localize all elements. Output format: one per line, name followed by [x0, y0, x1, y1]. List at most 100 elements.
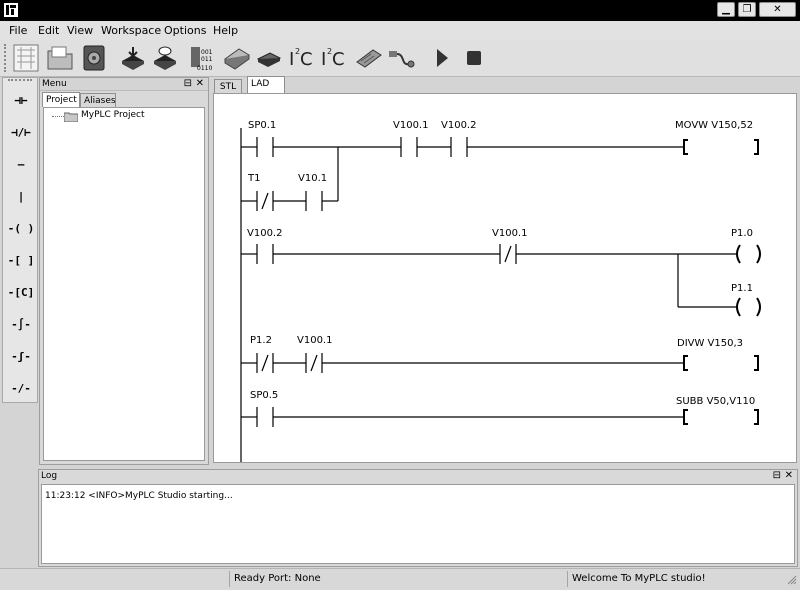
label-sp01: SP0.1 — [248, 120, 276, 131]
box-subb — [683, 409, 759, 425]
tree-connector — [52, 116, 64, 117]
log-output[interactable]: 11:23:12 <INFO>MyPLC Studio starting... — [41, 484, 795, 564]
falling-edge-icon: -ʃ- — [11, 349, 31, 363]
counter-icon: -[C] — [7, 285, 35, 299]
contact-t1-slash — [261, 192, 269, 210]
save-disk-icon — [83, 45, 105, 71]
palette-nc-contact[interactable]: ⊣/⊢ — [6, 118, 36, 146]
svg-text:2: 2 — [295, 47, 300, 56]
run-icon — [437, 49, 448, 67]
svg-text:001: 001 — [201, 49, 213, 56]
ladder-editor[interactable]: SP0.1 V100.1 V100.2 MOVW V150,52 T1 V10.… — [213, 93, 797, 463]
menu-help[interactable]: Help — [213, 24, 239, 37]
label-sp05: SP0.5 — [250, 390, 278, 401]
nc-contact-icon: ⊣/⊢ — [11, 125, 31, 139]
menu-edit[interactable]: Edit — [38, 24, 60, 37]
plc-config-button[interactable] — [222, 43, 252, 73]
close-button[interactable]: ✕ — [759, 2, 796, 17]
coil-p10 — [736, 244, 761, 264]
tree-item-project[interactable]: MyPLC Project — [81, 110, 145, 120]
palette-rising-edge[interactable]: -∫- — [6, 310, 36, 338]
palette-counter[interactable]: -[C] — [6, 278, 36, 306]
label-v1002-r2: V100.2 — [247, 228, 282, 239]
palette-vertical-wire[interactable]: | — [6, 182, 36, 210]
coil-icon: -( ) — [7, 221, 35, 235]
tab-lad[interactable]: LAD — [247, 76, 285, 93]
menu-file[interactable]: File — [9, 24, 28, 37]
no-contact-icon: ⊣⊢ — [14, 93, 28, 107]
not-icon: -/- — [11, 381, 31, 395]
contact-v1001-r3-slash — [310, 354, 318, 372]
status-bar: Ready Port: None Welcome To MyPLC studio… — [0, 568, 800, 590]
project-tree: MyPLC Project — [43, 107, 205, 461]
log-panel-title: Log — [41, 471, 58, 481]
coil-p11 — [736, 297, 761, 317]
svg-text:C: C — [300, 49, 313, 70]
log-line: 11:23:12 <INFO>MyPLC Studio starting... — [45, 491, 233, 501]
svg-text:011: 011 — [201, 56, 213, 63]
download-button[interactable] — [118, 43, 148, 73]
menu-workspace[interactable]: Workspace — [101, 24, 162, 37]
stop-button[interactable] — [459, 43, 489, 73]
contact-v1001-slash — [504, 245, 512, 263]
label-v1001-r3: V100.1 — [297, 335, 332, 346]
save-button[interactable] — [79, 43, 109, 73]
new-ladder-icon — [13, 44, 39, 72]
log-panel: Log ⊟ ✕ 11:23:12 <INFO>MyPLC Studio star… — [38, 469, 798, 567]
resize-grip-icon[interactable] — [787, 575, 797, 585]
svg-text:I: I — [289, 49, 294, 70]
new-ladder-button[interactable] — [11, 43, 41, 73]
palette-no-contact[interactable]: ⊣⊢ — [6, 86, 36, 114]
plc-config-icon — [224, 48, 250, 70]
memory-board-button[interactable] — [354, 43, 384, 73]
app-logo-icon — [4, 3, 18, 17]
palette-not[interactable]: -/- — [6, 374, 36, 402]
log-close-icon[interactable]: ✕ — [784, 470, 793, 481]
box-divw — [683, 355, 759, 371]
restore-button[interactable]: ❐ — [738, 2, 756, 17]
status-message: Welcome To MyPLC studio! — [567, 571, 785, 587]
box-movw — [683, 139, 759, 155]
svg-text:0110: 0110 — [197, 65, 212, 72]
palette-box[interactable]: -[ ] — [6, 246, 36, 274]
ladder-diagram: SP0.1 V100.1 V100.2 MOVW V150,52 T1 V10.… — [240, 120, 761, 462]
run-button[interactable] — [427, 43, 457, 73]
svg-text:I: I — [321, 49, 326, 70]
menu-view[interactable]: View — [67, 24, 94, 37]
svg-text:2: 2 — [327, 47, 332, 56]
instruction-palette: ⊣⊢ ⊣/⊢ — | -( ) -[ ] -[C] -∫- -ʃ- -/- — [2, 77, 38, 403]
tab-project[interactable]: Project — [42, 92, 80, 107]
close-icon: ✕ — [773, 4, 782, 15]
panel-maximize-icon[interactable]: ⊟ — [183, 78, 192, 89]
menu-panel-header: Menu ⊟ ✕ — [40, 78, 208, 91]
open-button[interactable] — [45, 43, 75, 73]
memory-board-icon — [356, 49, 382, 68]
tab-stl[interactable]: STL — [214, 79, 242, 93]
contact-p12-slash — [261, 354, 269, 372]
minimize-button[interactable]: ▁ — [717, 2, 735, 17]
download-to-plc-icon — [122, 47, 144, 70]
palette-falling-edge[interactable]: -ʃ- — [6, 342, 36, 370]
menu-panel: Menu ⊟ ✕ Project Aliases MyPLC Project — [39, 77, 209, 465]
log-maximize-icon[interactable]: ⊟ — [772, 470, 781, 481]
panel-close-icon[interactable]: ✕ — [195, 78, 204, 89]
tab-aliases[interactable]: Aliases — [80, 93, 116, 108]
label-v1001: V100.1 — [393, 120, 428, 131]
menu-panel-title: Menu — [42, 79, 67, 89]
menu-options[interactable]: Options — [164, 24, 207, 37]
toolbar-grip[interactable] — [4, 44, 10, 72]
chip-button[interactable] — [254, 43, 284, 73]
palette-grip[interactable] — [8, 79, 32, 83]
palette-horizontal-wire[interactable]: — — [6, 150, 36, 178]
restore-icon: ❐ — [742, 4, 752, 15]
svg-text:C: C — [332, 49, 345, 70]
serial-cable-button[interactable] — [387, 43, 417, 73]
label-t1: T1 — [247, 173, 260, 184]
upload-button[interactable] — [150, 43, 180, 73]
label-p12: P1.2 — [250, 335, 272, 346]
serial-cable-icon — [389, 51, 415, 68]
palette-coil[interactable]: -( ) — [6, 214, 36, 242]
